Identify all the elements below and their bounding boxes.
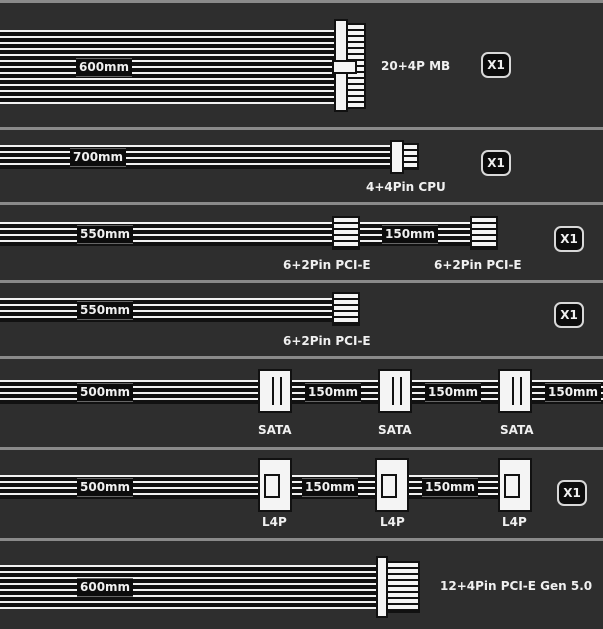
divider (0, 202, 603, 205)
segment-length-label: 150mm (305, 383, 362, 402)
pcie-connector (332, 216, 360, 250)
length-label: 550mm (77, 301, 134, 320)
l4p-connector (498, 458, 532, 512)
sata-connector (498, 369, 532, 413)
segment-length-label: 150mm (425, 383, 482, 402)
sata-connector (258, 369, 292, 413)
cpu-connector-pins (402, 143, 419, 170)
pcie-connector (470, 216, 498, 250)
length-label: 500mm (77, 383, 134, 402)
connector-label: L4P (502, 515, 527, 529)
gen5-connector-pins (386, 561, 420, 613)
divider (0, 356, 603, 359)
length-label: 500mm (77, 478, 134, 497)
connector-label: SATA (378, 423, 412, 437)
connector-latch (332, 60, 357, 74)
quantity-badge: X1 (557, 480, 587, 506)
quantity-badge: X1 (481, 150, 511, 176)
quantity-badge: X1 (554, 302, 584, 328)
wire-bundle (0, 30, 336, 104)
l4p-connector (375, 458, 409, 512)
wire-bundle (0, 565, 378, 609)
divider (0, 0, 603, 3)
divider (0, 127, 603, 130)
sata-connector (378, 369, 412, 413)
connector-label: SATA (258, 423, 292, 437)
l4p-connector (258, 458, 292, 512)
segment-length-label: 150mm (302, 478, 359, 497)
wire-bundle (0, 298, 334, 322)
length-label: 550mm (77, 225, 134, 244)
connector-label: L4P (262, 515, 287, 529)
divider (0, 538, 603, 541)
length-label: 700mm (70, 148, 127, 167)
divider (0, 447, 603, 450)
connector-label: 4+4Pin CPU (366, 180, 446, 194)
connector-label: 6+2Pin PCI-E (283, 258, 371, 272)
quantity-badge: X1 (554, 226, 584, 252)
segment-length-label: 150mm (422, 478, 479, 497)
pcie-connector (332, 292, 360, 326)
connector-label: 20+4P MB (381, 59, 451, 73)
connector-label: 6+2Pin PCI-E (434, 258, 522, 272)
quantity-badge: X1 (481, 52, 511, 78)
segment-length-label: 150mm (382, 225, 439, 244)
wire-bundle (0, 145, 392, 169)
connector-label: 12+4Pin PCI-E Gen 5.0 (440, 579, 593, 593)
divider (0, 280, 603, 283)
length-label: 600mm (77, 578, 134, 597)
connector-label: L4P (380, 515, 405, 529)
connector-label: 6+2Pin PCI-E (283, 334, 371, 348)
connector-label: SATA (500, 423, 534, 437)
length-label: 600mm (76, 58, 133, 77)
segment-length-label: 150mm (545, 383, 602, 402)
